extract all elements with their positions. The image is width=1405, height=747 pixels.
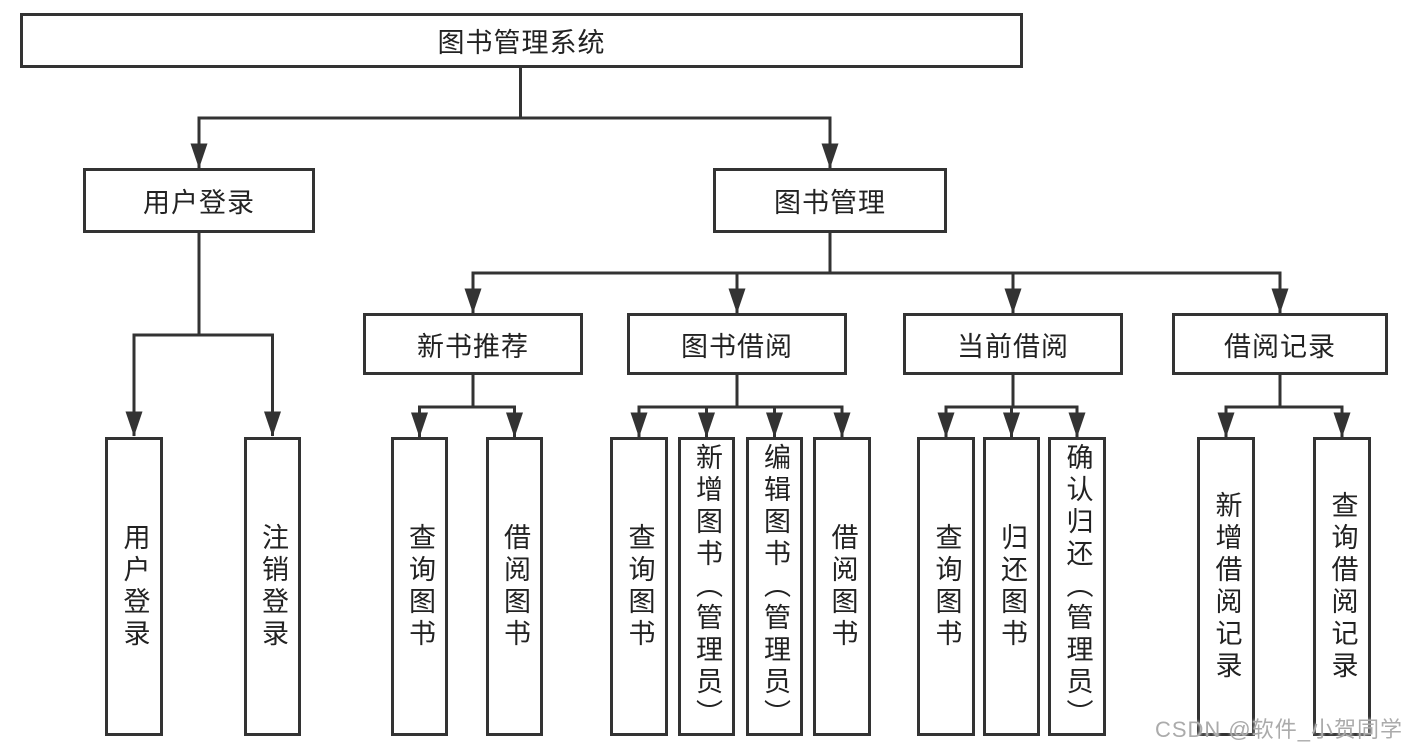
leaf-confirm-return-admin: 确认归还（管理员） <box>1048 437 1106 736</box>
leaf-borrow-books-recommend: 借阅图书 <box>486 437 543 736</box>
leaf-edit-book-admin: 编辑图书（管理员） <box>746 437 803 736</box>
leaf-logout-label: 注销登录 <box>258 522 288 651</box>
leaf-add-book-admin: 新增图书（管理员） <box>678 437 735 736</box>
node-user-login: 用户登录 <box>83 168 315 233</box>
leaf-logout: 注销登录 <box>244 437 301 736</box>
node-current-borrowing: 当前借阅 <box>903 313 1123 375</box>
csdn-watermark: CSDN @软件_小贺同学 <box>1154 717 1403 742</box>
node-book-management: 图书管理 <box>713 168 947 233</box>
leaf-edit-book-admin-label: 编辑图书（管理员） <box>760 442 790 731</box>
leaf-return-book-label: 归还图书 <box>997 522 1027 651</box>
leaf-user-login-label: 用户登录 <box>119 522 150 651</box>
node-book-borrowing-label: 图书借阅 <box>681 331 793 362</box>
leaf-query-books-borrow-label: 查询图书 <box>624 522 655 651</box>
leaf-return-book: 归还图书 <box>983 437 1040 736</box>
node-borrowing-records: 借阅记录 <box>1172 313 1388 375</box>
leaf-query-books-current-label: 查询图书 <box>931 522 962 651</box>
leaf-borrow-books-label: 借阅图书 <box>827 522 858 651</box>
node-borrowing-records-label: 借阅记录 <box>1224 331 1336 362</box>
leaf-query-books-recommend-label: 查询图书 <box>405 522 435 651</box>
node-current-borrowing-label: 当前借阅 <box>957 331 1069 362</box>
leaf-add-borrow-record-label: 新增借阅记录 <box>1211 490 1242 683</box>
leaf-borrow-books-recommend-label: 借阅图书 <box>500 522 530 651</box>
leaf-confirm-return-admin-label: 确认归还（管理员） <box>1062 442 1093 731</box>
node-book-borrowing: 图书借阅 <box>627 313 847 375</box>
node-book-management-label: 图书管理 <box>774 188 886 218</box>
leaf-query-books-recommend: 查询图书 <box>391 437 448 736</box>
leaf-query-books-borrow: 查询图书 <box>610 437 668 736</box>
leaf-query-books-current: 查询图书 <box>917 437 975 736</box>
leaf-query-borrow-record-label: 查询借阅记录 <box>1327 490 1358 683</box>
leaf-query-borrow-record: 查询借阅记录 <box>1313 437 1371 736</box>
leaf-add-borrow-record: 新增借阅记录 <box>1197 437 1255 736</box>
leaf-user-login: 用户登录 <box>105 437 163 736</box>
node-new-book-recommendation-label: 新书推荐 <box>417 331 529 362</box>
connector-group <box>125 68 1351 438</box>
node-library-management-system-label: 图书管理系统 <box>437 28 606 58</box>
leaf-borrow-books: 借阅图书 <box>813 437 871 736</box>
leaf-add-book-admin-label: 新增图书（管理员） <box>692 442 722 731</box>
node-new-book-recommendation: 新书推荐 <box>363 313 583 375</box>
node-user-login-label: 用户登录 <box>143 188 255 218</box>
node-library-management-system: 图书管理系统 <box>20 13 1023 68</box>
